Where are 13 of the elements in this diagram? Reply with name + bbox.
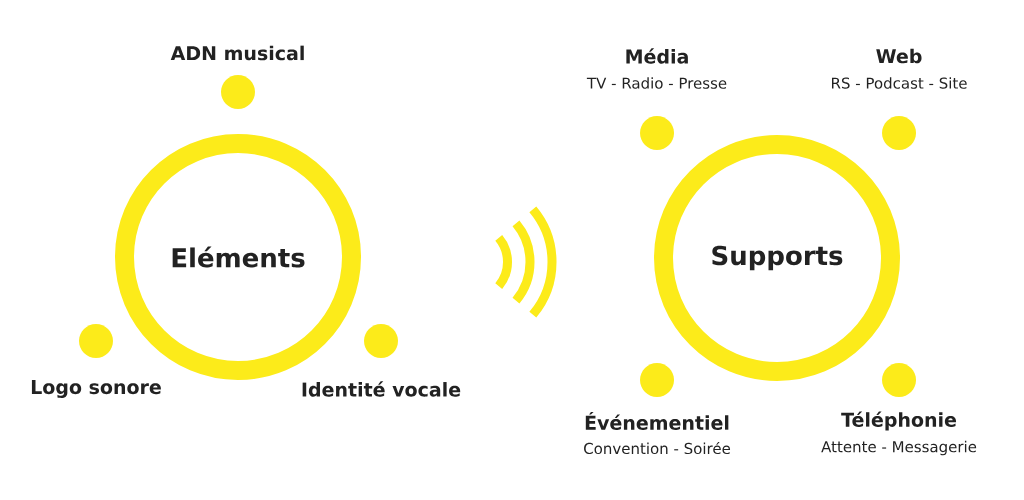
ring: Eléments [115, 134, 361, 380]
label-heading: Téléphonie [841, 411, 957, 431]
ring: Supports [654, 135, 900, 381]
label-subtext: TV - Radio - Presse [586, 77, 727, 89]
label-subtext: Convention - Soirée [584, 441, 731, 455]
label-subtext: Attente - Messagerie [821, 440, 977, 456]
label-heading: Événementiel [585, 412, 729, 430]
label-heading: Logo sonore [31, 380, 161, 398]
label-subtext: RS - Podcast - Site [832, 77, 967, 89]
label-heading: Identité vocale [302, 381, 461, 397]
label-heading: Média [626, 48, 688, 64]
label-heading: ADN musical [170, 45, 304, 61]
label-heading: Web [876, 48, 922, 64]
